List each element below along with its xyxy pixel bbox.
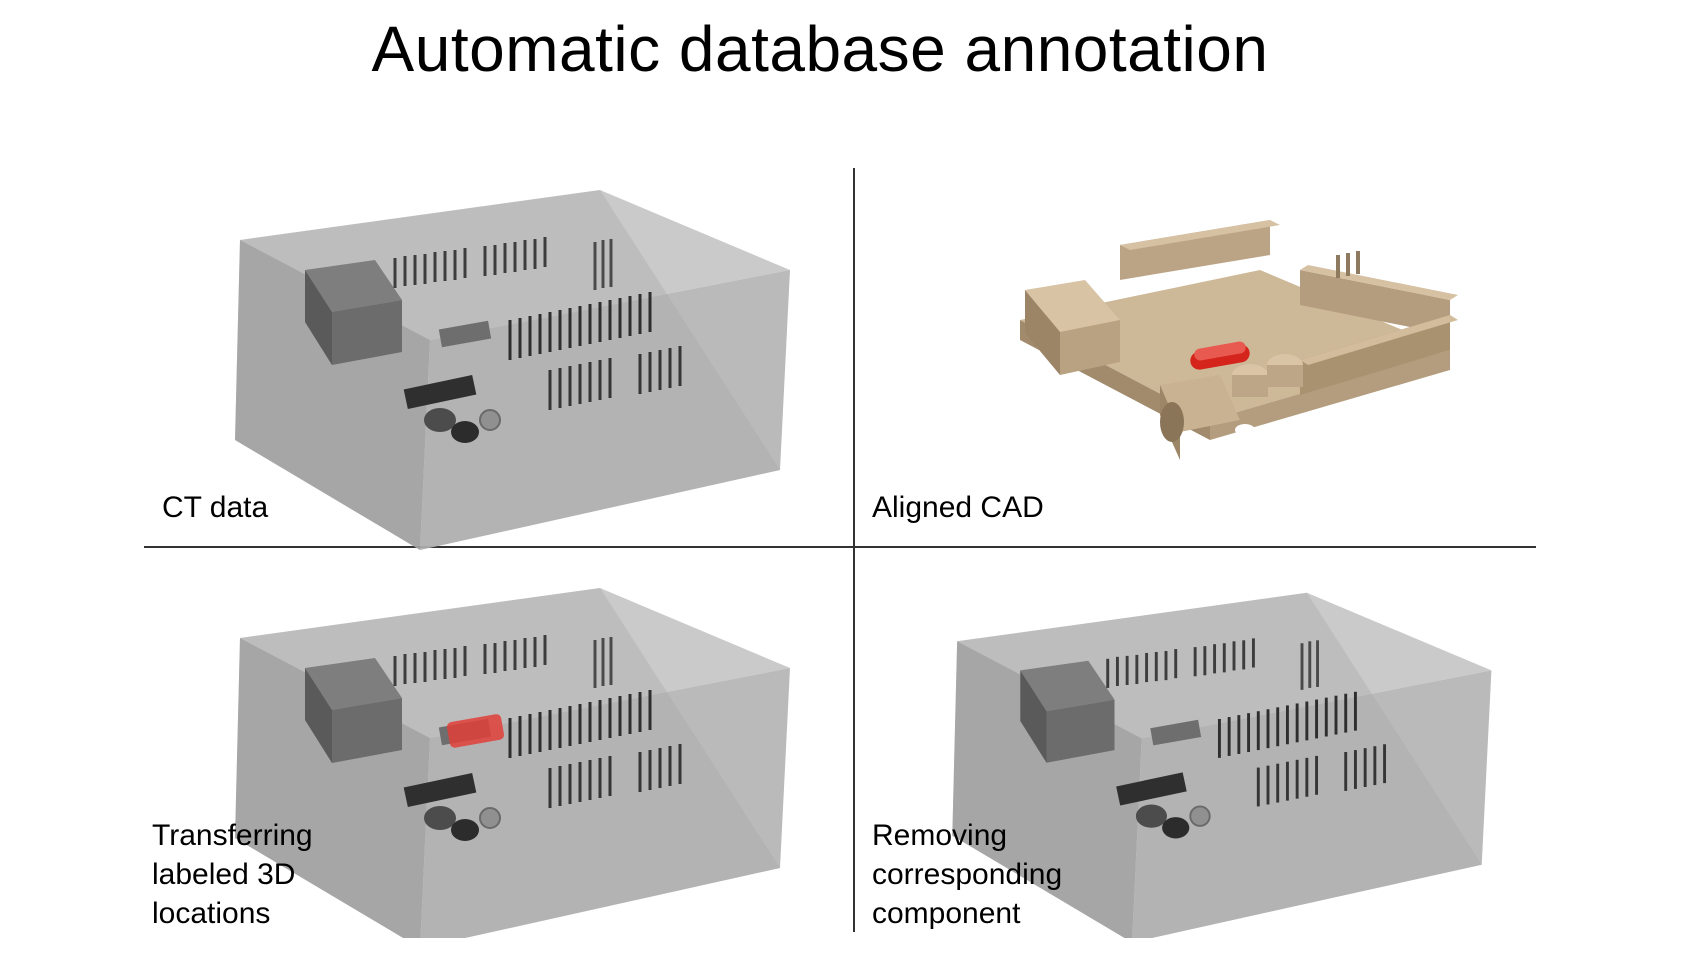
transferred-label-marker (446, 714, 505, 748)
panel-aligned-cad: Aligned CAD (860, 170, 1540, 550)
panel-label-ct: CT data (162, 491, 269, 524)
panel-remove: Removing corresponding component (860, 568, 1540, 938)
panel-transfer: Transferring labeled 3D locations (140, 568, 840, 938)
panel-label-cad: Aligned CAD (872, 491, 1044, 524)
panel-ct-data: CT data (140, 170, 840, 550)
panel-label-remove: Removing corresponding component (872, 819, 1063, 930)
arduino-ct-scan-labeled-icon (233, 586, 792, 938)
panel-label-transfer: Transferring labeled 3D locations (152, 819, 313, 930)
horizontal-divider (144, 546, 1536, 548)
highlighted-component (1190, 341, 1250, 370)
arduino-cad-model-icon (1020, 220, 1458, 460)
slide-title: Automatic database annotation (371, 13, 1269, 85)
vertical-divider (853, 168, 855, 932)
